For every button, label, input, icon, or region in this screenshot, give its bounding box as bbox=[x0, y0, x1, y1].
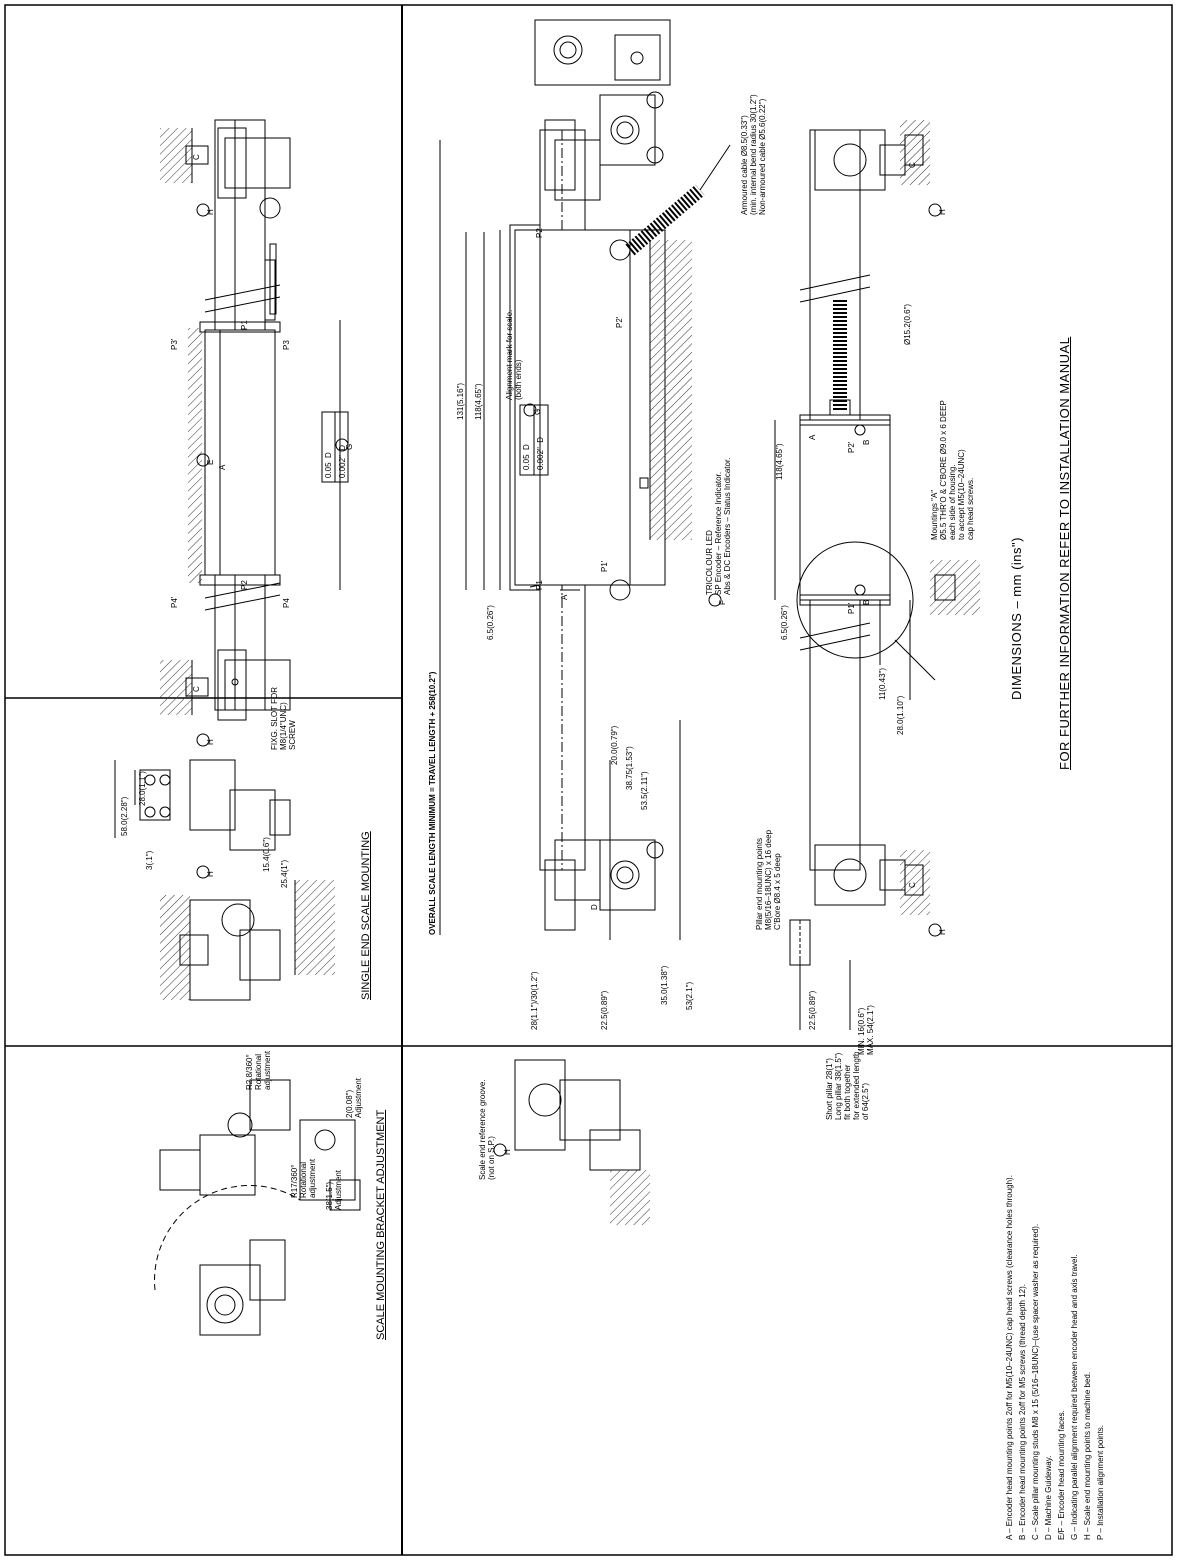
underside-view-scale bbox=[774, 120, 980, 1030]
single-end-mounting bbox=[114, 759, 335, 975]
end-view-left bbox=[160, 865, 281, 1001]
center-markers bbox=[493, 403, 722, 1157]
drawing-frame bbox=[4, 4, 1173, 1556]
top-view-scale bbox=[160, 119, 349, 747]
side-view-scale bbox=[439, 19, 731, 1225]
bracket-adjustment bbox=[154, 1079, 361, 1336]
